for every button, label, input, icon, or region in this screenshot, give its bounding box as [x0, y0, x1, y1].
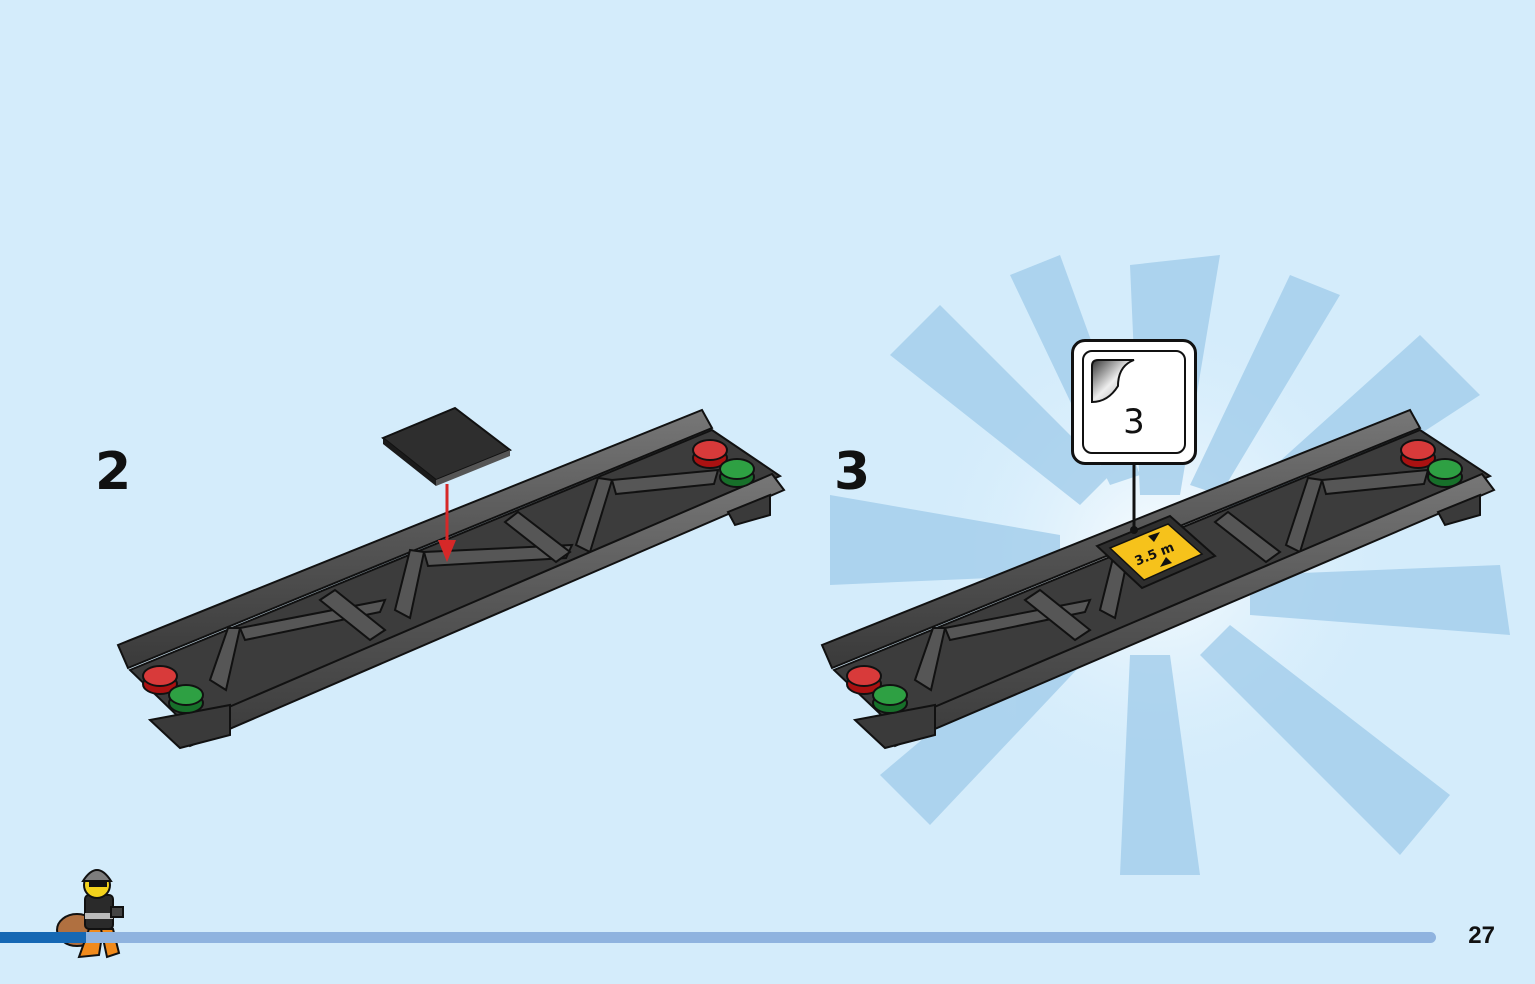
progress-bar [0, 932, 1436, 943]
page-number: 27 [1468, 922, 1495, 949]
step2-light-green-right [719, 458, 755, 488]
step2-flat-tile [381, 406, 512, 486]
down-arrow-icon [438, 484, 456, 562]
step-number-2: 2 [95, 442, 132, 502]
callout-dot [1130, 526, 1138, 534]
step3-light-red-right [1400, 439, 1436, 469]
step2-light-red-right [692, 439, 728, 469]
step3-light-green-right [1427, 458, 1463, 488]
step3-height-sign-tile: 3.5 m [1095, 514, 1217, 590]
step2-light-green-left [168, 684, 204, 714]
sticker-sheet-icon: 3 [1082, 350, 1186, 454]
step3-light-red-left [846, 665, 882, 695]
step3-light-green-left [872, 684, 908, 714]
step-number-3: 3 [834, 442, 871, 502]
minifigure-robber-icon [56, 869, 124, 959]
sticker-quantity: 3 [1123, 402, 1145, 442]
progress-bar-fill [0, 932, 87, 943]
step2-light-red-left [142, 665, 178, 695]
sticker-callout: 3 [1071, 339, 1197, 465]
step2-bridge-frame [116, 408, 786, 750]
